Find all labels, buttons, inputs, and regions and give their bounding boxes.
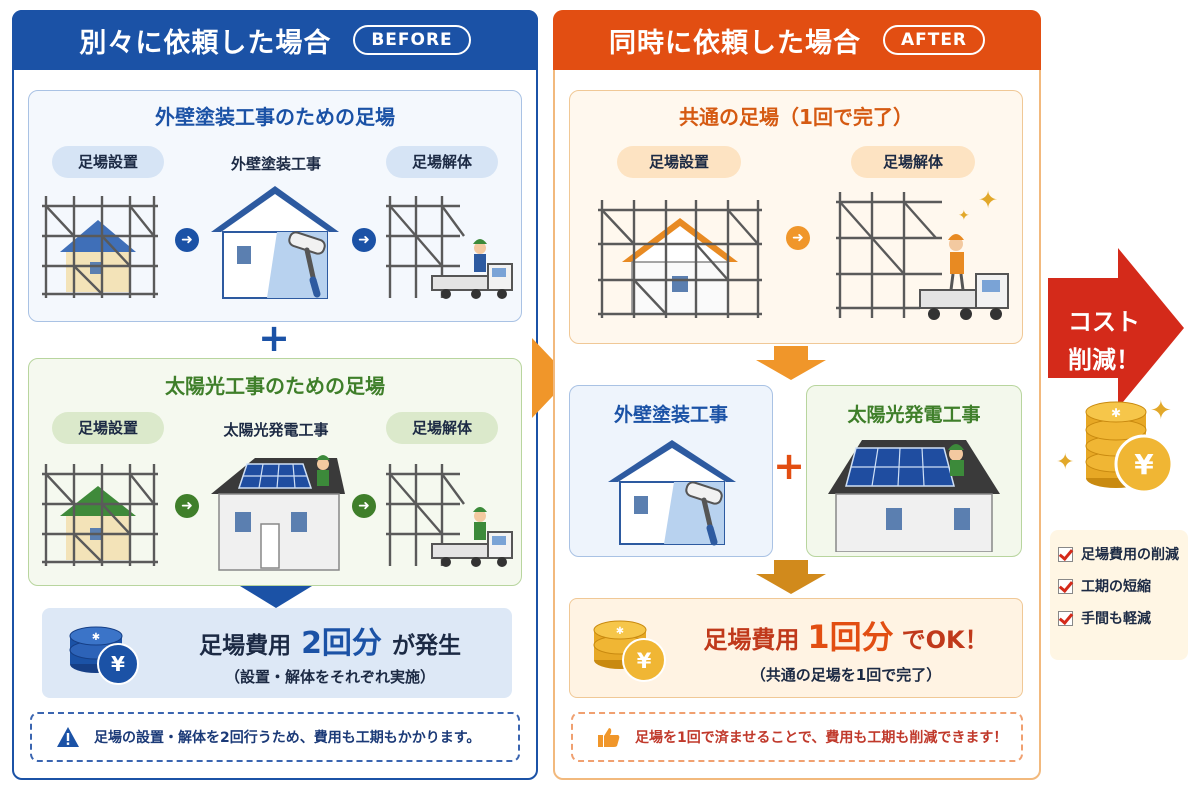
after-title: 同時に依頼した場合	[608, 27, 861, 59]
result-suffix: でOK！	[901, 626, 989, 654]
arrow-right-icon: ➜	[175, 228, 199, 252]
before-badge: BEFORE	[353, 25, 471, 55]
solar-work-label: 太陽光発電工事	[847, 404, 981, 426]
result-suffix: が発生	[391, 633, 461, 659]
svg-text:✱: ✱	[92, 632, 100, 643]
after-header: 同時に依頼した場合 AFTER	[553, 10, 1041, 70]
sparkle-icon: ✦	[1056, 450, 1075, 475]
benefit-item: 手間も軽減	[1058, 602, 1188, 634]
before-result-sub: （設置・解体をそれぞれ実施）	[224, 668, 435, 686]
benefit-item: 足場費用の削減	[1058, 538, 1188, 570]
sparkle-icon: ✦	[978, 186, 999, 214]
step-scaffold-removal: 足場解体	[386, 412, 498, 444]
thumbs-up-icon	[598, 728, 620, 747]
step-scaffold-removal: 足場解体	[851, 146, 975, 178]
cost-badge-line2: 削減！	[1068, 346, 1140, 374]
before-notice-text: 足場の設置・解体を2回行うため、費用も工期もかかります。	[94, 730, 481, 746]
after-result-sub: （共通の足場を1回で完了）	[750, 666, 942, 684]
arrow-down-icon	[756, 560, 826, 594]
warning-icon	[57, 727, 79, 747]
check-icon	[1058, 610, 1073, 626]
scaffold-removal-illustration	[836, 192, 1009, 320]
benefit-text: 足場費用の削減	[1081, 547, 1179, 563]
svg-text:✱: ✱	[616, 626, 624, 637]
solar-house-illustration	[211, 455, 345, 571]
solar-scaffold-title: 太陽光工事のための足場	[165, 374, 385, 398]
painted-house-illustration	[211, 186, 339, 299]
before-notice: 足場の設置・解体を2回行うため、費用も工期もかかります。	[30, 712, 520, 762]
exterior-scaffold-title: 外壁塗装工事のための足場	[155, 105, 395, 129]
step-scaffold-setup: 足場設置	[52, 412, 164, 444]
arrow-down-icon	[240, 586, 312, 608]
transition-arrow-icon	[532, 338, 570, 418]
before-result-line: 足場費用 2回分 が発生	[160, 618, 500, 662]
yen-coin-stack-icon: ✱ ¥	[1085, 401, 1174, 494]
common-scaffold-title: 共通の足場（1回で完了）	[679, 105, 913, 129]
step-exterior-painting: 外壁塗装工事	[230, 155, 321, 173]
check-icon	[1058, 578, 1073, 594]
solar-house-illustration	[828, 440, 1000, 552]
benefit-text: 手間も軽減	[1081, 611, 1151, 627]
cost-badge-line1: コスト	[1068, 308, 1140, 336]
plus-icon: +	[773, 444, 805, 488]
result-count: 1回分	[807, 618, 894, 656]
after-result-line: 足場費用 1回分 でOK！	[676, 612, 1016, 658]
scaffold-removal-illustration	[386, 464, 513, 567]
result-prefix: 足場費用	[703, 626, 800, 654]
svg-text:✱: ✱	[1111, 406, 1121, 420]
arrow-right-icon: ➜	[175, 494, 199, 518]
arrow-right-icon: ➜	[352, 494, 376, 518]
exterior-work-label: 外壁塗装工事	[613, 404, 728, 426]
result-prefix: 足場費用	[199, 633, 292, 659]
arrow-right-icon: ➜	[786, 226, 810, 250]
after-notice: 足場を1回で済ませることで、費用も工期も削減できます！	[571, 712, 1023, 762]
after-badge: AFTER	[882, 25, 986, 55]
svg-text:¥: ¥	[111, 652, 125, 676]
scaffold-house-illustration	[598, 200, 762, 318]
benefit-text: 工期の短縮	[1081, 579, 1151, 595]
before-header: 別々に依頼した場合 BEFORE	[12, 10, 538, 70]
sparkle-icon: ✦	[958, 208, 970, 224]
svg-text:¥: ¥	[1134, 448, 1154, 481]
benefit-item: 工期の短縮	[1058, 570, 1188, 602]
scaffold-house-illustration	[42, 196, 158, 298]
after-notice-text: 足場を1回で済ませることで、費用も工期も削減できます！	[635, 730, 1008, 746]
result-count: 2回分	[301, 626, 382, 661]
yen-coin-icon: ✱ ¥	[593, 620, 666, 682]
arrow-down-icon	[756, 346, 826, 380]
painted-house-illustration	[608, 440, 736, 546]
step-solar-installation: 太陽光発電工事	[223, 421, 329, 439]
step-scaffold-setup: 足場設置	[52, 146, 164, 178]
sparkle-icon: ✦	[1150, 396, 1172, 426]
svg-text:¥: ¥	[637, 649, 652, 673]
arrow-right-icon: ➜	[352, 228, 376, 252]
cost-reduction-arrow-icon	[1048, 248, 1184, 408]
benefits-box: 足場費用の削減 工期の短縮 手間も軽減	[1050, 530, 1188, 660]
yen-coin-icon: ✱ ¥	[69, 626, 139, 685]
check-icon	[1058, 546, 1073, 562]
step-scaffold-setup: 足場設置	[617, 146, 741, 178]
plus-icon: +	[258, 316, 290, 360]
scaffold-removal-illustration	[386, 196, 513, 299]
step-scaffold-removal: 足場解体	[386, 146, 498, 178]
scaffold-house-illustration	[42, 464, 158, 566]
before-title: 別々に依頼した場合	[79, 27, 332, 59]
